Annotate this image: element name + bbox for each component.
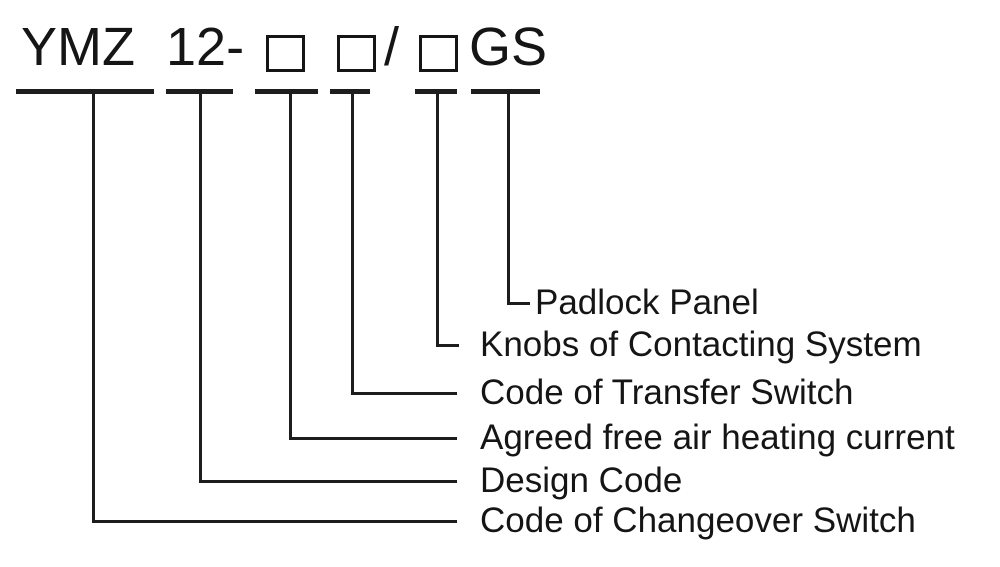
model-code-slash: / bbox=[384, 17, 400, 77]
label-design-code: Design Code bbox=[480, 461, 683, 500]
placeholder-box-knobs bbox=[419, 35, 458, 72]
placeholder-box-heating-current bbox=[266, 35, 305, 72]
label-knobs-of-contacting-system: Knobs of Contacting System bbox=[480, 325, 922, 364]
underline-changeover-code bbox=[16, 89, 154, 94]
model-code-suffix: GS bbox=[469, 17, 548, 77]
label-code-of-changeover-switch: Code of Changeover Switch bbox=[480, 501, 916, 540]
leader-line-heating-current bbox=[289, 92, 292, 440]
placeholder-box-transfer-switch bbox=[337, 35, 376, 72]
underline-knobs bbox=[415, 89, 457, 94]
model-code-design-number: 12- bbox=[166, 17, 245, 77]
label-code-of-transfer-switch: Code of Transfer Switch bbox=[480, 373, 854, 412]
label-padlock-panel: Padlock Panel bbox=[535, 283, 759, 322]
leader-line-padlock bbox=[507, 92, 510, 305]
leader-line-transfer-switch bbox=[351, 92, 354, 395]
connector-knobs bbox=[436, 344, 459, 347]
connector-design-code bbox=[199, 480, 457, 483]
underline-transfer-switch bbox=[330, 89, 370, 94]
leader-line-knobs bbox=[436, 92, 439, 347]
underline-padlock-suffix bbox=[471, 89, 540, 94]
underline-design-code bbox=[166, 89, 233, 94]
model-code-prefix: YMZ bbox=[21, 17, 135, 77]
leader-line-design-code bbox=[199, 92, 202, 483]
connector-padlock bbox=[507, 302, 530, 305]
underline-heating-current bbox=[255, 89, 318, 94]
leader-line-changeover bbox=[92, 92, 95, 523]
connector-heating-current bbox=[289, 437, 457, 440]
connector-transfer-switch bbox=[351, 392, 457, 395]
label-agreed-free-air-heating-current: Agreed free air heating current bbox=[480, 418, 955, 457]
connector-changeover bbox=[92, 520, 457, 523]
